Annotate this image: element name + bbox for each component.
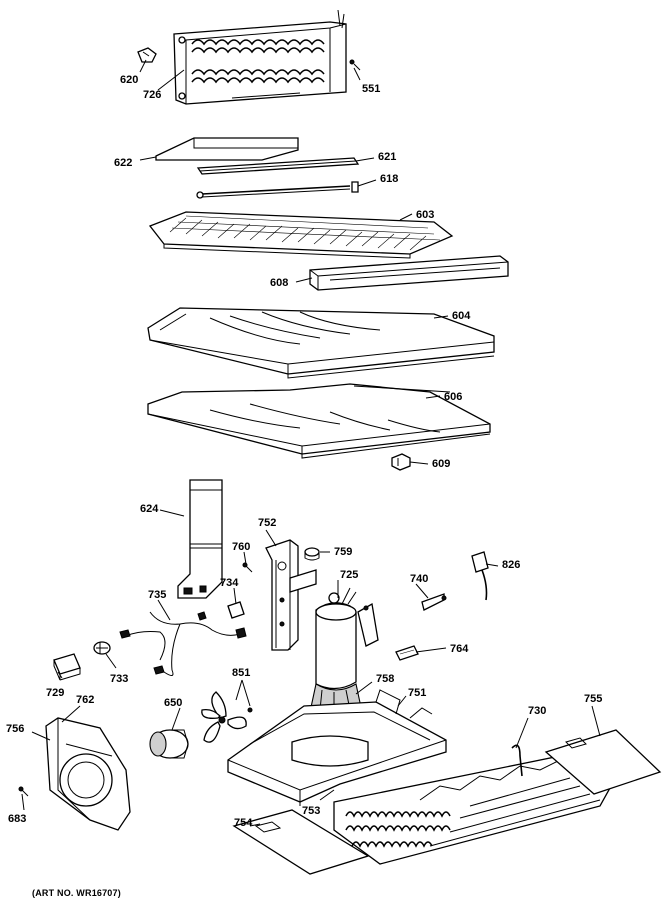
capacitor-733	[93, 641, 111, 655]
label-729: 729	[46, 687, 64, 699]
grommet-759	[304, 547, 320, 561]
art-number: (ART NO. WR16707)	[32, 888, 121, 898]
label-755: 755	[584, 693, 602, 705]
shelf-grille-603	[148, 211, 454, 259]
label-621: 621	[378, 151, 396, 163]
evaporator-cover-622	[155, 137, 299, 161]
part-740	[421, 593, 447, 611]
bracket-752	[265, 539, 317, 651]
label-826: 826	[502, 559, 520, 571]
label-606: 606	[444, 391, 462, 403]
screw-683	[18, 786, 29, 797]
label-760: 760	[232, 541, 250, 553]
wire-harness-735	[119, 611, 247, 676]
screw-760	[242, 562, 253, 573]
label-753: 753	[302, 805, 320, 817]
label-752: 752	[258, 517, 276, 529]
relay-734	[227, 601, 245, 619]
part-764	[395, 645, 419, 661]
label-551: 551	[362, 83, 380, 95]
label-756: 756	[6, 723, 24, 735]
label-735: 735	[148, 589, 166, 601]
label-725: 725	[340, 569, 358, 581]
heater-618	[196, 181, 359, 199]
label-730: 730	[528, 705, 546, 717]
label-622: 622	[114, 157, 132, 169]
label-624: 624	[140, 503, 159, 515]
panel-606-lower	[147, 383, 491, 459]
label-758: 758	[376, 673, 394, 685]
label-754: 754	[234, 817, 253, 829]
label-650: 650	[164, 697, 182, 709]
label-762: 762	[76, 694, 94, 706]
part-551-screw	[353, 63, 361, 71]
label-603: 603	[416, 209, 434, 221]
compressor	[309, 587, 379, 720]
fan-blade-851	[201, 691, 253, 743]
label-608: 608	[270, 277, 288, 289]
cover-754	[232, 809, 370, 875]
panel-604	[147, 307, 495, 379]
part-729	[53, 653, 81, 681]
cover-755	[544, 729, 662, 795]
label-764: 764	[450, 643, 469, 655]
label-740: 740	[410, 573, 428, 585]
label-609: 609	[432, 458, 450, 470]
label-683: 683	[8, 813, 26, 825]
leader-lines	[21, 59, 601, 827]
fan-motor-650	[149, 729, 189, 759]
label-618: 618	[380, 173, 398, 185]
label-734: 734	[220, 577, 239, 589]
air-duct-624	[177, 479, 223, 599]
base-pan-751	[227, 689, 447, 806]
drain-trough-621	[196, 157, 360, 175]
label-733: 733	[110, 673, 128, 685]
part-620-clip	[137, 47, 157, 63]
cover-606	[309, 255, 509, 291]
part-609-clip	[391, 453, 411, 471]
label-759: 759	[334, 546, 352, 558]
label-751: 751	[408, 687, 426, 699]
label-726: 726	[143, 89, 161, 101]
fan-shroud-762	[45, 717, 131, 831]
evaporator-coil	[173, 9, 347, 105]
label-620: 620	[120, 74, 138, 86]
label-604: 604	[452, 310, 471, 322]
power-cord-826	[471, 551, 489, 601]
label-851: 851	[232, 667, 250, 679]
